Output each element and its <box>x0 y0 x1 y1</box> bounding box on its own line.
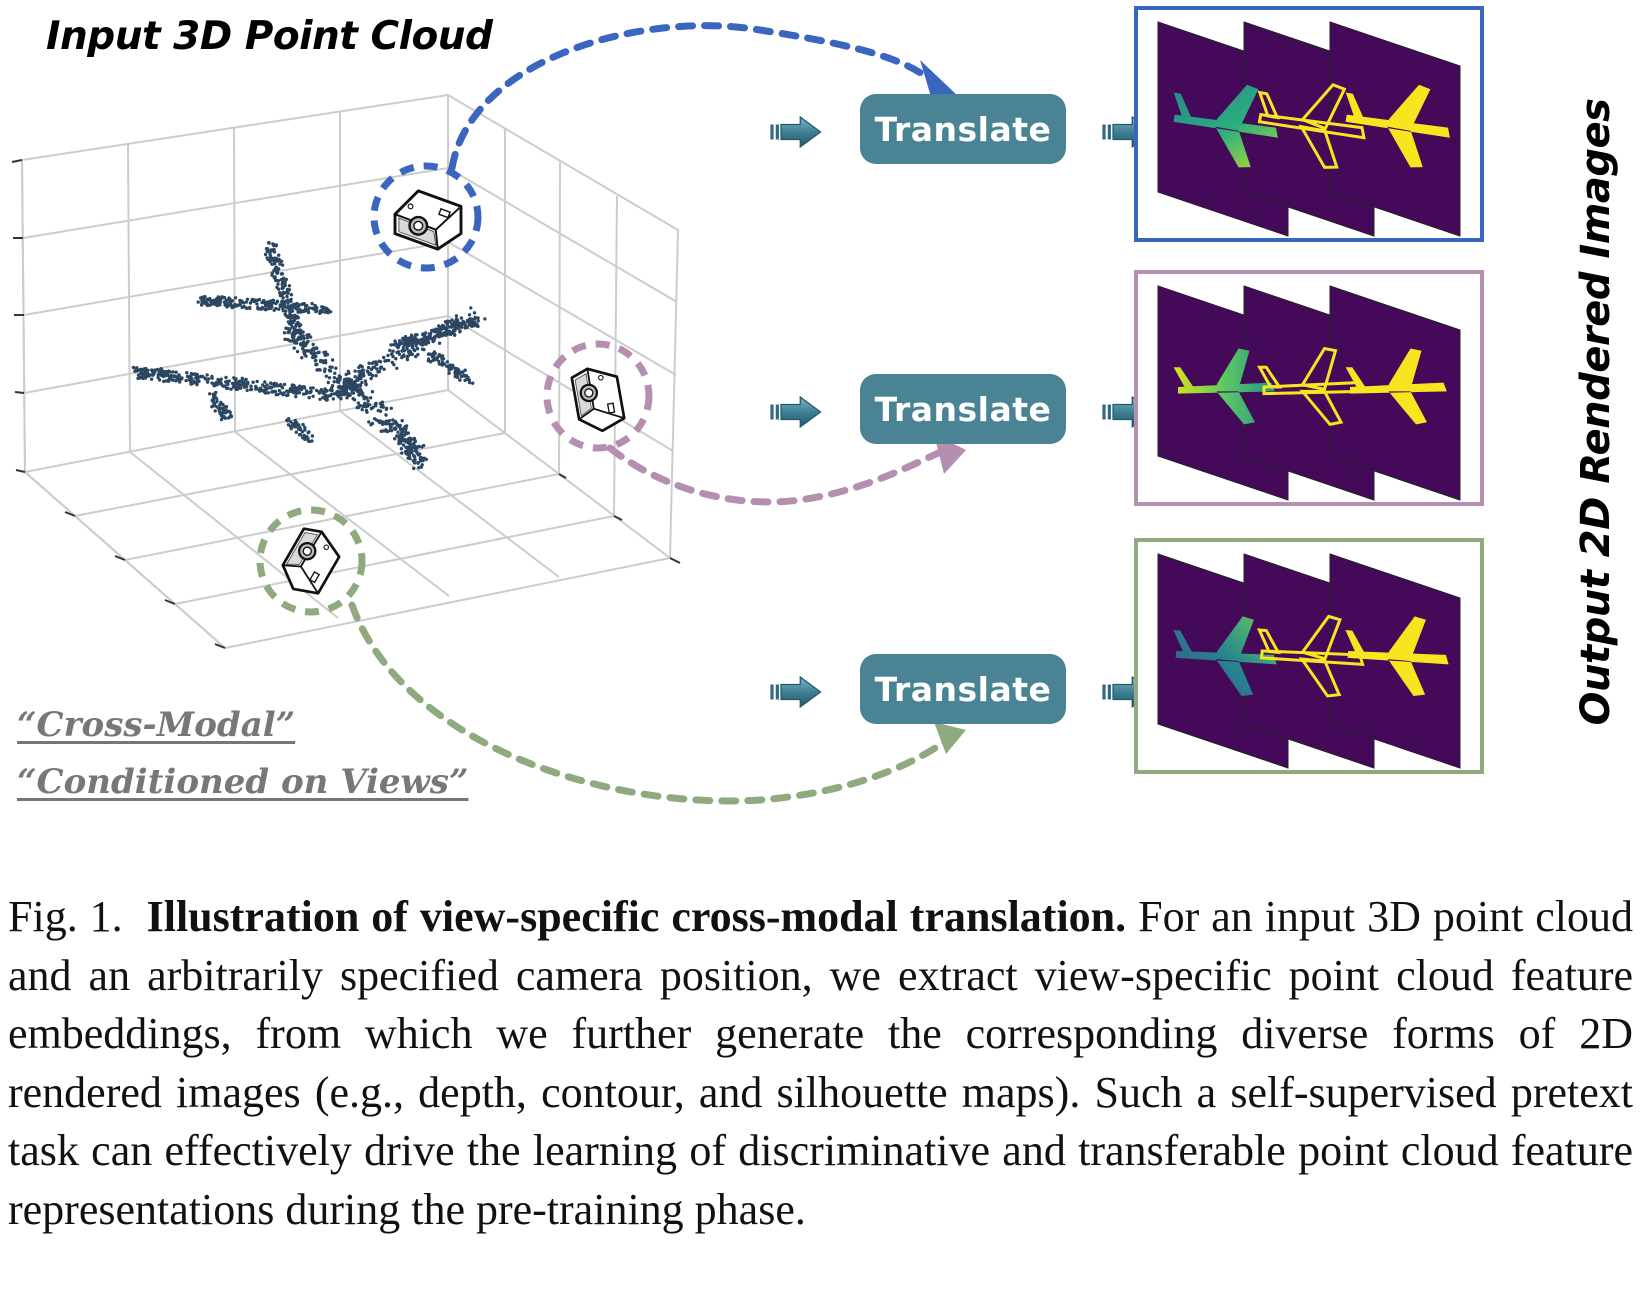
figure-graphics <box>11 6 1484 805</box>
3d-axes-box <box>20 93 680 650</box>
tag-conditioned-on-views: “Conditioned on Views” <box>17 762 469 802</box>
blue-arrowhead <box>920 60 958 100</box>
figure-caption: Fig. 1. Illustration of view-specific cr… <box>8 888 1633 1239</box>
caption-label: Fig. 1. <box>8 892 123 941</box>
output-panels <box>1134 6 1484 774</box>
figure: Input 3D Point Cloud Output 2D Rendered … <box>11 6 1619 805</box>
tag-cross-modal: “Cross-Modal” <box>17 705 296 745</box>
input-title: Input 3D Point Cloud <box>46 14 493 59</box>
camera-view-2 <box>543 340 653 452</box>
purple-arrowhead <box>934 434 966 474</box>
camera-view-3 <box>256 506 366 616</box>
translate-button-2[interactable]: Translate <box>860 374 1066 444</box>
camera-view-1 <box>370 162 482 272</box>
view-dashed-paths <box>348 22 954 805</box>
translate-button-3[interactable]: Translate <box>860 654 1066 724</box>
green-arrowhead <box>934 722 966 754</box>
output-title: Output 2D Rendered Images <box>1573 98 1619 726</box>
axis-ticks <box>11 159 681 649</box>
translate-button-1[interactable]: Translate <box>860 94 1066 164</box>
caption-bold-title: Illustration of view-specific cross-moda… <box>146 892 1127 941</box>
caption-body: For an input 3D point cloud and an arbit… <box>8 892 1634 1234</box>
point-cloud-airplane <box>131 241 487 471</box>
